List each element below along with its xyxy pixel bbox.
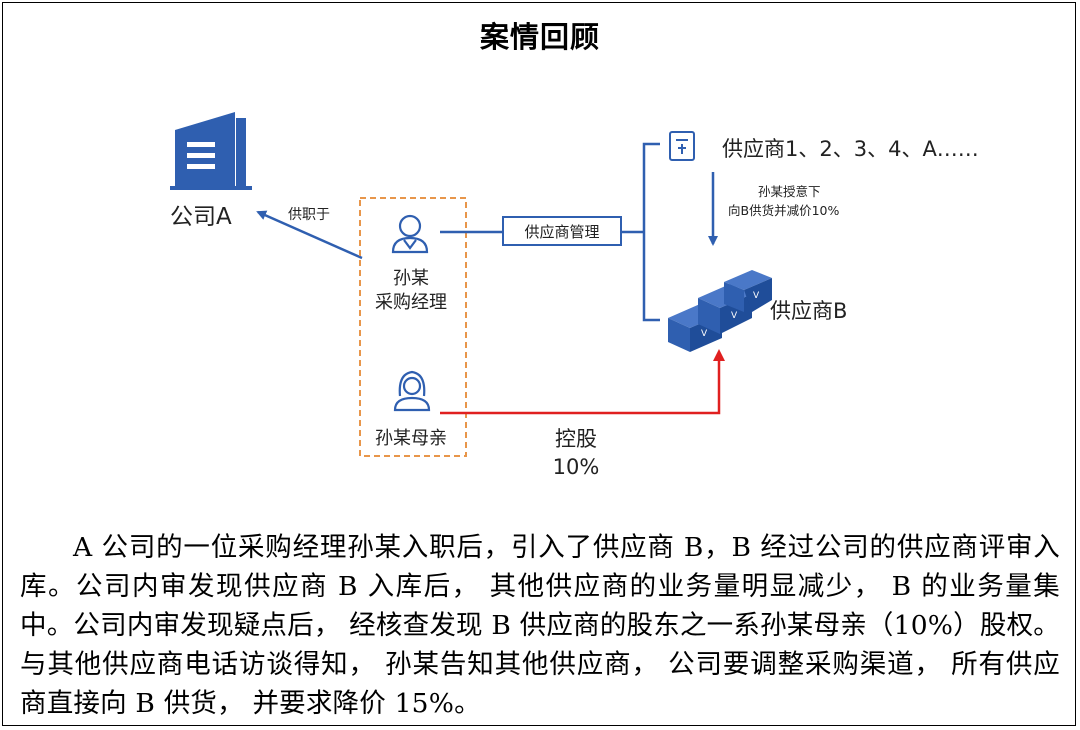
serve-arrow — [256, 210, 363, 260]
suppliers-list-label: 供应商1、2、3、4、A…… — [722, 137, 979, 161]
person-name: 孙某 — [393, 268, 429, 289]
related-parties-box — [359, 197, 467, 457]
company-a-label: 公司A — [170, 204, 232, 230]
svg-text:V: V — [753, 291, 760, 301]
case-description: A 公司的一位采购经理孙某入职后，引入了供应商 B，B 经过公司的供应商评审入库… — [20, 532, 1060, 719]
holding-arrow — [440, 349, 725, 415]
supplier-b-label: 供应商B — [770, 299, 847, 323]
svg-text:V: V — [701, 329, 708, 339]
svg-text:V: V — [731, 311, 738, 321]
manager-person-icon — [391, 214, 429, 254]
page-title: 案情回顾 — [479, 20, 600, 54]
instruct-line-1: 孙某授意下 — [758, 184, 821, 199]
supplier-mgmt-label: 供应商管理 — [524, 223, 599, 241]
instruct-line-2: 向B供货并减价10% — [728, 203, 839, 218]
holding-percent: 10% — [553, 455, 600, 479]
mother-person-icon — [393, 370, 431, 412]
serve-label: 供职于 — [288, 207, 330, 223]
supplier-bracket — [642, 142, 660, 322]
building-icon — [170, 112, 252, 190]
case-diagram: 公司A 供职于 孙某 采购经理 孙某母亲 供应商管理 供应商1、2、3、4、A…… — [170, 112, 979, 479]
person-role: 采购经理 — [375, 292, 447, 313]
mother-label: 孙某母亲 — [375, 428, 447, 449]
supplier-doc-icon — [669, 131, 695, 161]
supplier-b-boxes-icon: V V V — [668, 270, 772, 352]
holding-label: 控股 — [555, 427, 597, 451]
